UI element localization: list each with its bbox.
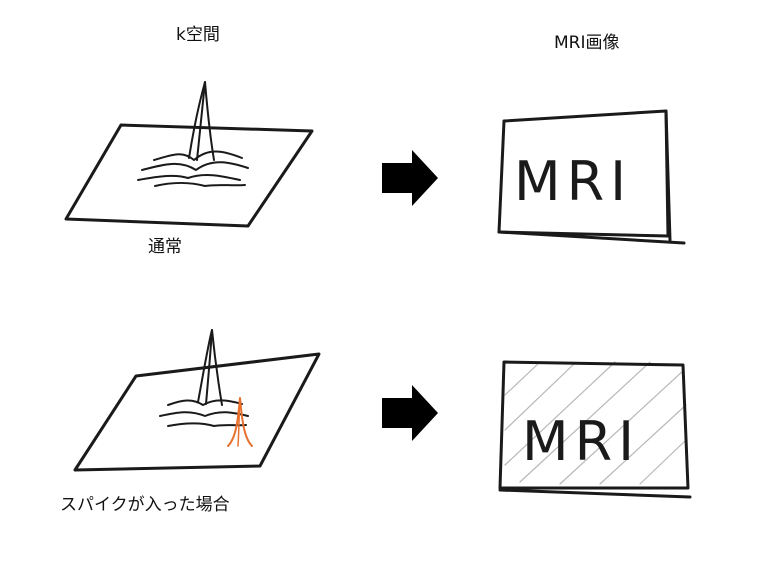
right-arrow-icon <box>382 385 438 441</box>
kspace-plane-normal <box>64 123 314 228</box>
kspace-peak-normal <box>137 81 249 187</box>
kspace-peak-spike <box>159 329 249 427</box>
mri-text-normal: MRI <box>514 150 632 213</box>
mri-text-spike: MRI <box>522 410 640 473</box>
mri-image-frame-spike <box>498 360 690 490</box>
kspace-heading: k空間 <box>176 25 220 45</box>
mri-image-frame-normal <box>497 109 670 238</box>
spike-caption: スパイクが入った場合 <box>60 495 230 515</box>
mri-image-hatching <box>504 361 687 485</box>
spike-line-inner <box>237 397 241 447</box>
mri-image-heading: MRI画像 <box>554 33 620 53</box>
kspace-plane-spike <box>73 352 321 472</box>
right-arrow-icon <box>382 150 438 206</box>
normal-caption: 通常 <box>148 237 182 257</box>
